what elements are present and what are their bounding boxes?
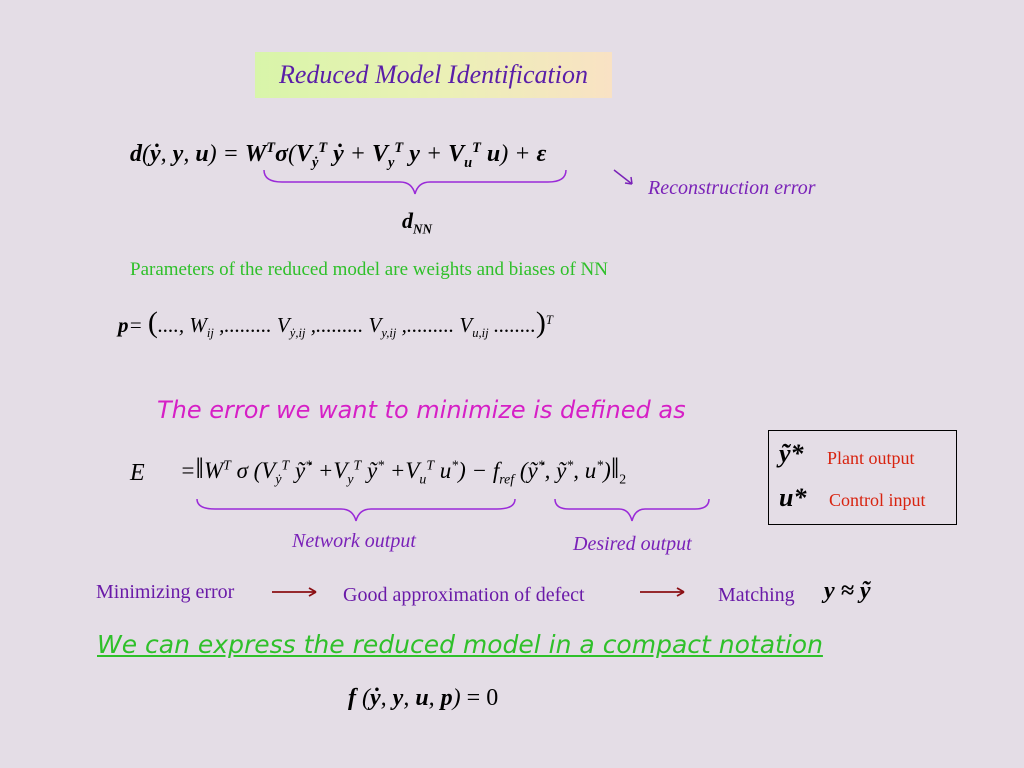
flow-step-minimizing: Minimizing error [96,581,235,603]
compact-equation: f (ẏ, y, u, p) = 0 [348,685,499,711]
flow-step-matching: Matching [718,584,795,606]
equation-error: =‖WT σ (VẏT ỹ̇* +VyT ỹ* +VuT u*) − fref … [180,452,627,487]
compact-heading: We can express the reduced model in a co… [97,630,823,659]
legend-label-plant: Plant output [827,448,915,468]
p-vector: p= (...., Wij ,......... Vẏ,ij ,........… [118,306,553,341]
parameters-text: Parameters of the reduced model are weig… [130,259,608,280]
arrow-reconstruction [613,169,633,185]
arrow-right-icon [640,587,685,597]
arrow-right-icon [272,587,317,597]
flow-result: y ≈ ỹ [824,578,871,604]
brace-desired-output [554,498,710,522]
flow-step-approximation: Good approximation of defect [343,584,585,606]
error-heading: The error we want to minimize is defined… [157,396,686,424]
legend-label-control: Control input [829,490,926,510]
brace-network-output [196,498,516,522]
network-output-label: Network output [292,530,416,552]
dnn-label: dNN [402,208,433,237]
reconstruction-error-label: Reconstruction error [648,177,816,199]
legend-symbol-plant: ỹ* [779,439,804,468]
legend-symbol-control: u* [779,483,807,512]
brace-nn [263,169,567,195]
legend-box: ỹ* Plant output u* Control input [768,430,957,525]
error-lhs: E [130,460,145,486]
desired-output-label: Desired output [573,533,692,555]
slide-title: Reduced Model Identification [255,52,612,98]
equation-defect: d(ẏ, y, u) = WTσ(VẏT ẏ + VyT y + VuT u) … [130,140,547,171]
